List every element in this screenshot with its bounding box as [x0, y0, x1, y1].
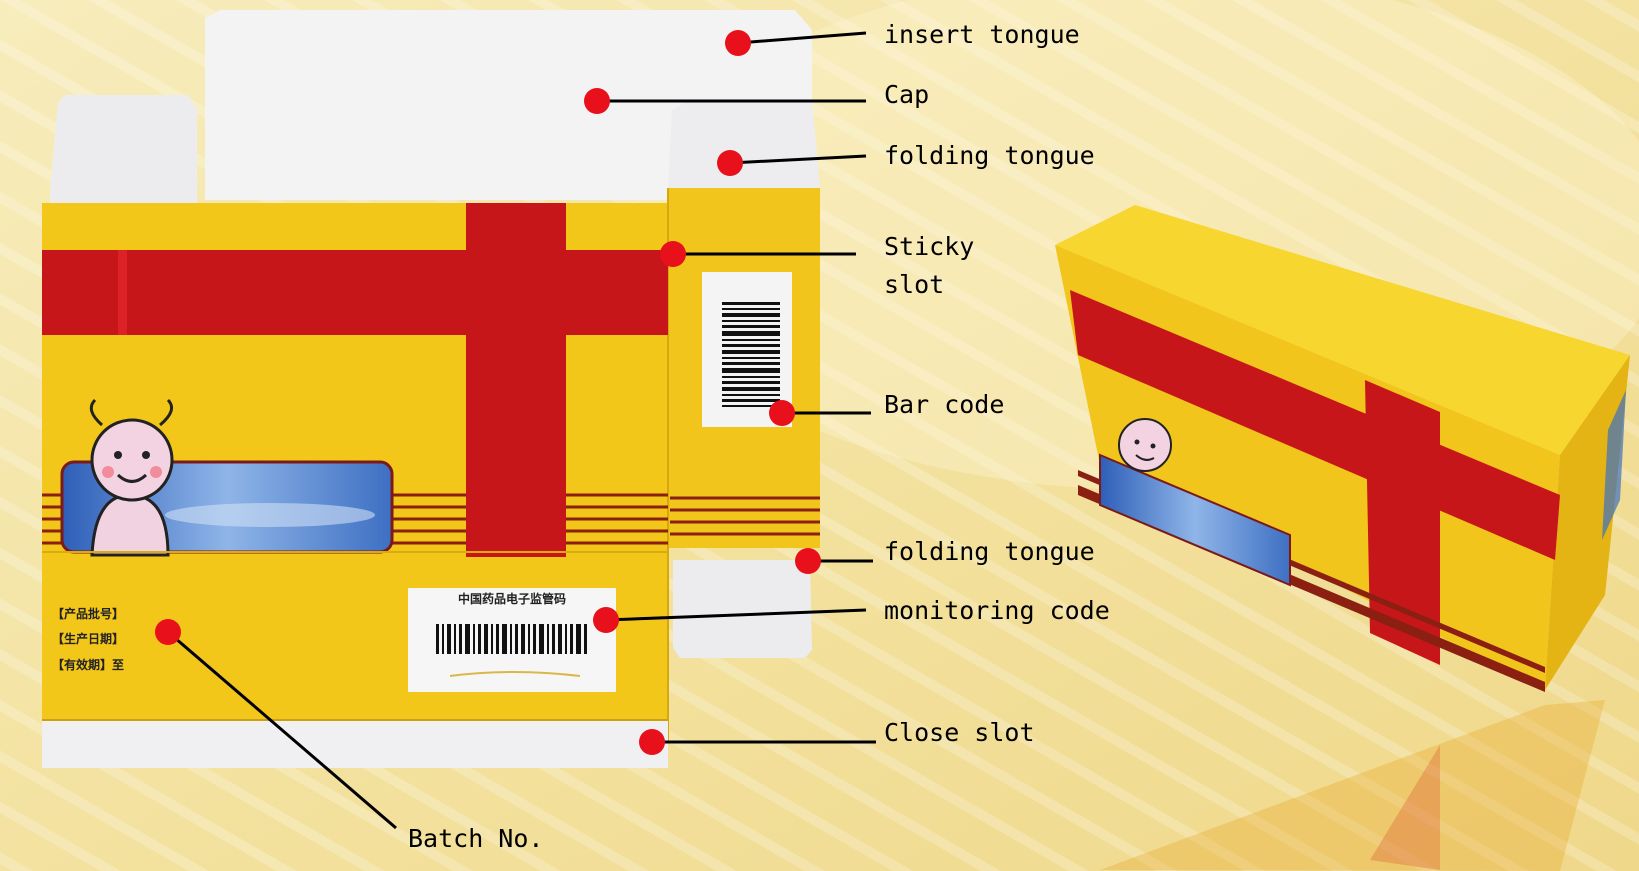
label-insert-tongue: insert tongue [884, 20, 1080, 49]
box-window [1099, 453, 1291, 587]
side-top-tongue [668, 100, 820, 188]
marker-cap [584, 88, 610, 114]
marker-monitoring-code [593, 607, 619, 633]
label-folding-tongue-top: folding tongue [884, 141, 1095, 170]
expiry-field: 【有效期】至 [52, 657, 124, 672]
label-sticky-slot-line2: slot [884, 270, 944, 299]
box-top [1055, 205, 1630, 455]
label-monitoring-code: monitoring code [884, 596, 1110, 625]
marker-bar-code [769, 400, 795, 426]
label-bar-code: Bar code [884, 390, 1004, 419]
baby-face-icon [89, 398, 174, 557]
label-cap: Cap [884, 80, 929, 109]
left-top-flap [50, 95, 197, 204]
label-batch-no: Batch No. [408, 824, 543, 853]
red-band-vertical [466, 203, 566, 557]
batch-field: 【产品批号】 [52, 606, 124, 621]
label-sticky-slot-line1: Sticky [884, 232, 974, 261]
unfolded-box: 中国药品电子监管码 【产品批号】 【生产日期】 【有效期】至 [42, 10, 820, 768]
marker-batch-no [155, 619, 181, 645]
production-date-field: 【生产日期】 [52, 631, 124, 646]
label-folding-tongue-bottom: folding tongue [884, 537, 1095, 566]
marker-folding-tongue-bottom [795, 548, 821, 574]
marker-dots [155, 30, 821, 755]
label-close-slot: Close slot [884, 718, 1035, 747]
bottom-flap [42, 720, 668, 768]
monitoring-barcode [436, 624, 587, 654]
assembled-box [1055, 205, 1630, 871]
cap-flap [205, 10, 812, 200]
monitoring-code-header: 中国药品电子监管码 [458, 591, 566, 606]
side-bottom-flap [673, 560, 812, 658]
box-end-blue [1602, 390, 1626, 540]
callouts [167, 31, 876, 830]
marker-close-slot [639, 729, 665, 755]
barcode-icon [722, 302, 780, 407]
box-red-band-v [1365, 380, 1440, 665]
marker-folding-tongue-top [717, 150, 743, 176]
marker-insert-tongue [725, 30, 751, 56]
marker-sticky-slot [660, 241, 686, 267]
red-band-horizontal [42, 250, 668, 335]
box-baby-face-icon [1118, 418, 1172, 472]
box-reflection [1100, 700, 1605, 871]
